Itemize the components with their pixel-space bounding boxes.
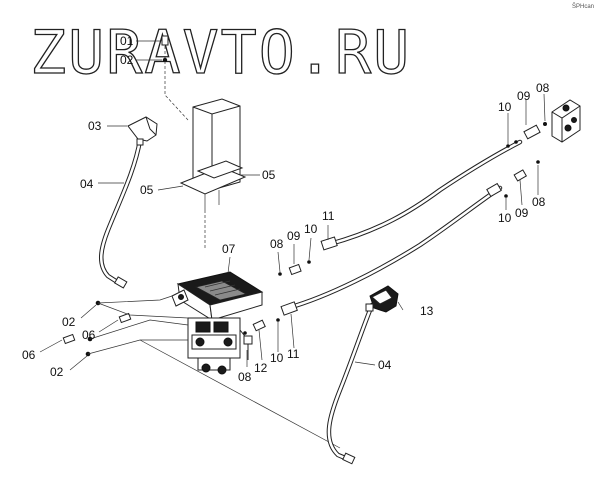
cable-04-left	[99, 137, 143, 289]
callout-02: 02	[120, 53, 134, 67]
junction-block-08	[551, 99, 581, 143]
upper-fitting-set	[506, 122, 547, 148]
cable-04-right	[326, 302, 375, 465]
callout-09: 09	[287, 229, 301, 243]
callout-03: 03	[88, 119, 102, 133]
callout-10: 10	[304, 222, 318, 236]
callout-12: 12	[254, 361, 268, 375]
callout-08: 08	[270, 237, 284, 251]
callout-07: 07	[222, 242, 236, 256]
callout-05: 05	[262, 168, 276, 182]
knob-13	[365, 285, 399, 313]
callout-02: 02	[62, 315, 76, 329]
callout-labels: 01 02 03 04 05 05 07 08 09 10 11 02 06 0…	[22, 34, 550, 384]
watermark-text: ZURAVTO.RU	[30, 18, 411, 88]
callout-01: 01	[120, 34, 134, 48]
hose-11-upper	[320, 139, 523, 251]
callout-05: 05	[140, 183, 154, 197]
callout-10: 10	[270, 351, 284, 365]
callout-06: 06	[82, 328, 96, 342]
corner-mark: ŠPHcan	[572, 3, 594, 10]
callout-08: 08	[536, 81, 550, 95]
hose-11-lower	[280, 182, 503, 316]
callout-06: 06	[22, 348, 36, 362]
callout-08: 08	[238, 370, 252, 384]
callout-10: 10	[498, 211, 512, 225]
callout-08: 08	[532, 195, 546, 209]
bolt-01	[161, 35, 189, 121]
callout-13: 13	[420, 304, 434, 318]
knob-03	[127, 116, 158, 146]
callout-11: 11	[287, 347, 300, 361]
callout-04: 04	[378, 358, 392, 372]
callout-04: 04	[80, 177, 94, 191]
callout-10: 10	[498, 100, 512, 114]
brake-valve-07	[171, 271, 264, 375]
callout-09: 09	[515, 206, 529, 220]
callout-02: 02	[50, 365, 64, 379]
lower-fitting-set	[504, 160, 540, 198]
leader-lines	[39, 40, 546, 371]
callout-11: 11	[322, 209, 335, 223]
callout-09: 09	[517, 89, 531, 103]
mounting-bracket-05	[179, 98, 247, 250]
left-hardware	[62, 295, 341, 449]
valve-fittings	[243, 260, 311, 335]
